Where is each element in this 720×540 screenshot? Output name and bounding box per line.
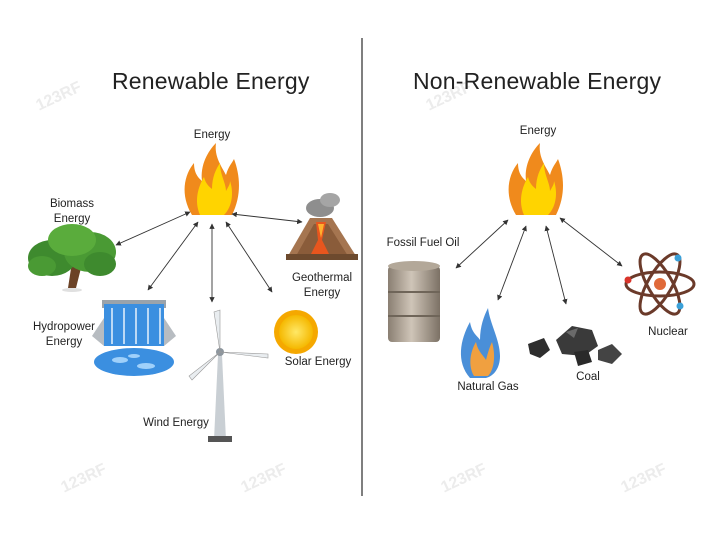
hydropower-label: Hydropower Energy: [24, 320, 104, 350]
fossil-fuel-label: Fossil Fuel Oil: [380, 236, 466, 251]
volcano-icon: [286, 193, 358, 260]
non-renewable-flame-icon: [509, 143, 563, 215]
solar-label: Solar Energy: [276, 355, 360, 370]
arrow-biomass: [116, 212, 190, 245]
non-renewable-title: Non-Renewable Energy: [413, 68, 661, 95]
arrow-solar: [226, 222, 272, 292]
tree-icon: [28, 224, 116, 292]
non-renewable-energy-label: Energy: [508, 124, 568, 139]
renewable-title: Renewable Energy: [112, 68, 310, 95]
natural-gas-flame-icon: [461, 308, 500, 378]
dam-icon: [92, 300, 176, 376]
renewable-energy-label: Energy: [182, 128, 242, 143]
arrow-nuclear: [560, 218, 622, 266]
natural-gas-label: Natural Gas: [448, 380, 528, 395]
sun-icon: [274, 310, 318, 354]
wind-label: Wind Energy: [136, 416, 216, 431]
arrow-natural-gas: [498, 226, 526, 300]
arrow-geothermal: [232, 214, 302, 222]
non-renewable-arrows: [456, 218, 622, 304]
biomass-label: Biomass Energy: [40, 197, 104, 227]
nuclear-label: Nuclear: [640, 325, 696, 340]
atom-icon: [625, 249, 695, 320]
oil-barrel-icon: [388, 261, 440, 342]
coal-icon: [528, 326, 622, 366]
arrow-hydropower: [148, 222, 198, 290]
coal-label: Coal: [568, 370, 608, 385]
renewable-flame-icon: [185, 143, 239, 215]
renewable-arrows: [116, 212, 302, 302]
geothermal-label: Geothermal Energy: [283, 271, 361, 301]
arrow-coal: [546, 226, 566, 304]
